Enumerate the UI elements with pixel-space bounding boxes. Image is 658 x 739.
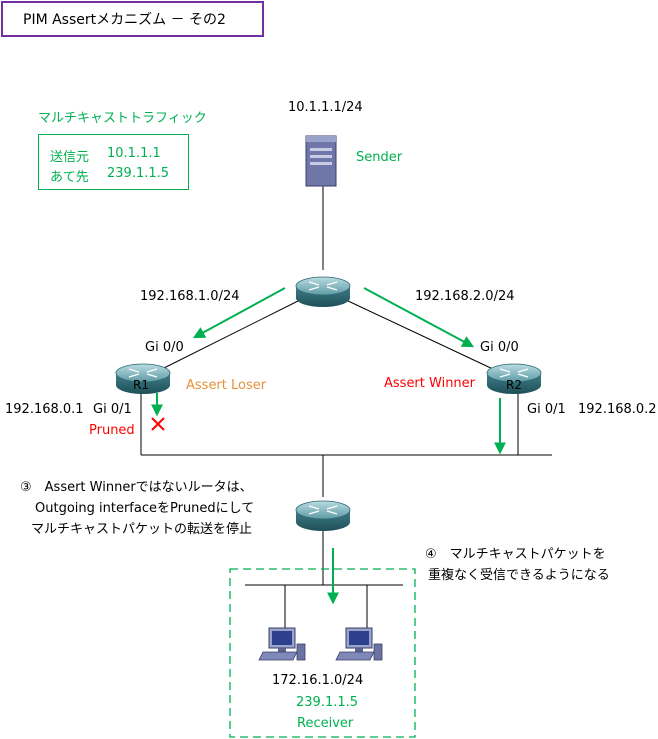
- title-box: PIM Assertメカニズム － その2: [1, 1, 264, 37]
- r2-role: Assert Winner: [384, 376, 476, 391]
- receiver-group: 239.1.1.5: [296, 695, 359, 710]
- r1-if-bottom: Gi 0/1: [93, 402, 132, 417]
- receiver-pc-1-icon: [258, 627, 306, 661]
- left-net-label: 192.168.1.0/24: [140, 289, 240, 304]
- r2-ip: 192.168.0.2: [578, 402, 657, 417]
- sender-label: Sender: [356, 150, 403, 165]
- receiver-router-icon: [295, 500, 351, 532]
- legend-row2-label: あて先: [50, 170, 89, 185]
- note4-line2: 重複なく受信できるようになる: [428, 568, 610, 583]
- legend-row1-value: 10.1.1.1: [107, 146, 161, 161]
- note3-line1: ③ Assert Winnerではないルータは、: [20, 480, 253, 495]
- flow-arrow-to-r1: [192, 287, 286, 339]
- flow-arrow-to-r2: [363, 287, 475, 348]
- receiver-net: 172.16.1.0/24: [272, 673, 364, 688]
- pruned-x-icon: [151, 417, 165, 431]
- link-r1: [159, 299, 301, 371]
- legend-row2-value: 239.1.1.5: [107, 166, 170, 181]
- core-router-icon: [295, 276, 351, 308]
- r1-if-top: Gi 0/0: [145, 340, 184, 355]
- link-r2: [345, 299, 496, 371]
- right-net-label: 192.168.2.0/24: [415, 289, 515, 304]
- r2-name: R2: [506, 378, 522, 392]
- note4-line1: ④ マルチキャストパケットを: [425, 547, 606, 562]
- receiver-label: Receiver: [297, 716, 354, 731]
- receiver-pc-2-icon: [335, 627, 383, 661]
- legend-heading: マルチキャストトラフィック: [38, 111, 207, 126]
- server-icon: [305, 135, 337, 187]
- page-title: PIM Assertメカニズム － その2: [23, 12, 226, 28]
- r1-ip: 192.168.0.1: [5, 402, 84, 417]
- receiver-group-box: [229, 568, 416, 738]
- r1-pruned-label: Pruned: [89, 423, 135, 438]
- sender-ip: 10.1.1.1/24: [288, 100, 363, 115]
- legend-box: [38, 134, 189, 190]
- r2-if-bottom: Gi 0/1: [527, 402, 566, 417]
- r2-if-top: Gi 0/0: [480, 340, 519, 355]
- r1-name: R1: [133, 378, 149, 392]
- note3-line3: マルチキャストパケットの転送を停止: [31, 522, 253, 537]
- legend-row1-label: 送信元: [50, 150, 90, 165]
- r1-role: Assert Loser: [186, 378, 267, 393]
- note3-line2: Outgoing interfaceをPrunedにして: [35, 501, 255, 516]
